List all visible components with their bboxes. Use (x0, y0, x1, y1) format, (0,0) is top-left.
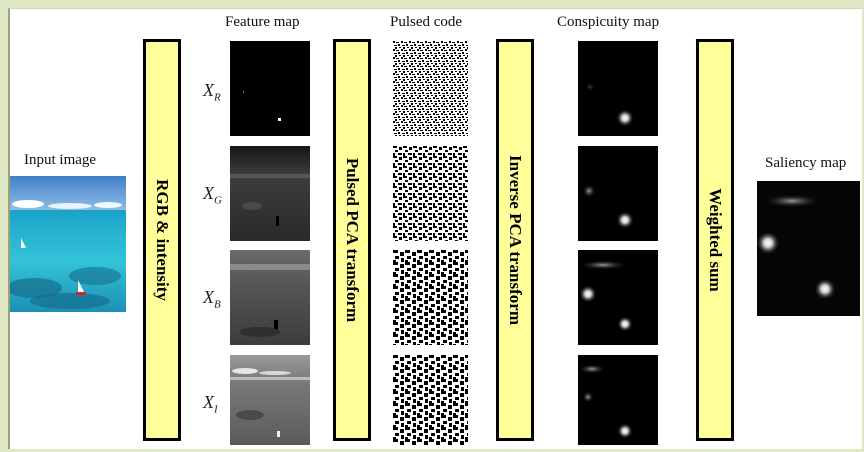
pulsed-pca-stage: Pulsed PCA transform (333, 39, 371, 441)
input-image (10, 176, 126, 312)
rgb-intensity-text: RGB & intensity (153, 179, 172, 301)
feature-map-i (230, 355, 310, 445)
saliency-map (757, 181, 860, 316)
saliency-map-label: Saliency map (765, 155, 847, 171)
feature-map-b (230, 250, 310, 345)
weighted-sum-stage: Weighted sum (696, 39, 734, 441)
conspicuity-map-label: Conspicuity map (557, 14, 660, 30)
pulsed-code-b (393, 250, 468, 345)
channel-symbol-b: XB (203, 287, 221, 311)
pulsed-code-r (393, 41, 468, 136)
conspicuity-map-b (578, 250, 658, 345)
rgb-intensity-stage: RGB & intensity (143, 39, 181, 441)
channel-symbol-g: XG (203, 183, 222, 207)
conspicuity-map-g (578, 146, 658, 241)
pulsed-pca-text: Pulsed PCA transform (343, 157, 362, 323)
weighted-sum-text: Weighted sum (706, 188, 725, 292)
conspicuity-map-i (578, 355, 658, 445)
feature-map-r (230, 41, 310, 136)
channel-symbol-i: XI (203, 392, 218, 416)
input-image-label: Input image (24, 152, 97, 168)
channel-symbol-r: XR (203, 80, 221, 104)
inverse-pca-text: Inverse PCA transform (506, 155, 525, 325)
conspicuity-map-r (578, 41, 658, 136)
pulsed-code-i (393, 355, 468, 445)
feature-map-g (230, 146, 310, 241)
feature-map-label: Feature map (225, 14, 300, 30)
inverse-pca-stage: Inverse PCA transform (496, 39, 534, 441)
pulsed-code-g (393, 146, 468, 241)
pulsed-code-label: Pulsed code (390, 14, 463, 30)
